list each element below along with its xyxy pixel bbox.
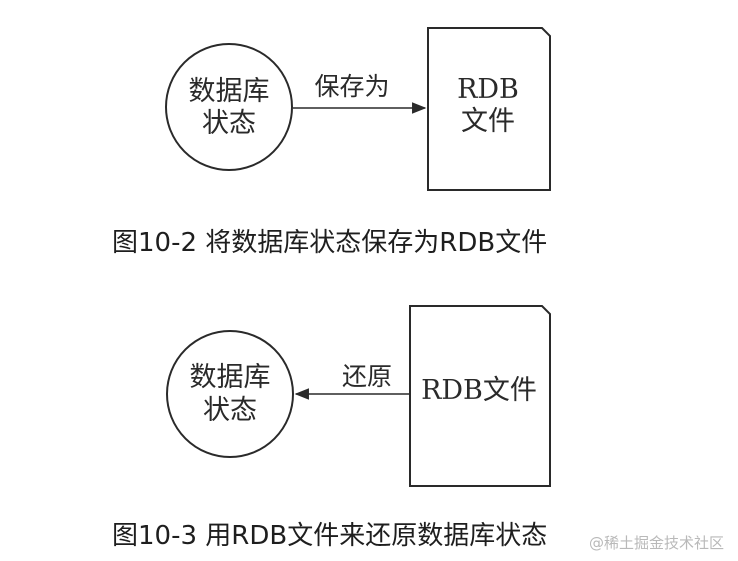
figure-save-rdb: 数据库 状态 保存为 RDB 文件 [165, 27, 551, 191]
rdb-file-label-line1: RDB [457, 74, 519, 105]
db-state-label-line2: 状态 [203, 395, 257, 426]
figure-restore-rdb: 数据库 状态 还原 RDB文件 [166, 305, 551, 487]
figure-caption-10-2: 图10-2 将数据库状态保存为RDB文件 [112, 228, 548, 258]
rdb-file-label-line2: 文件 [461, 106, 515, 137]
restore-label: 还原 [342, 362, 392, 391]
save-as-label: 保存为 [314, 72, 389, 101]
db-state-node [165, 43, 293, 171]
figure-caption-10-3: 图10-3 用RDB文件来还原数据库状态 [112, 521, 548, 551]
rdb-file-node [409, 305, 551, 487]
db-state-node [166, 330, 294, 458]
watermark: @稀土掘金技术社区 [588, 534, 724, 552]
db-state-label-line1: 数据库 [189, 76, 270, 107]
db-state-label-line2: 状态 [202, 108, 256, 139]
db-state-label-line1: 数据库 [190, 362, 271, 393]
rdb-file-label: RDB文件 [421, 375, 537, 406]
rdb-file-node [427, 27, 551, 191]
